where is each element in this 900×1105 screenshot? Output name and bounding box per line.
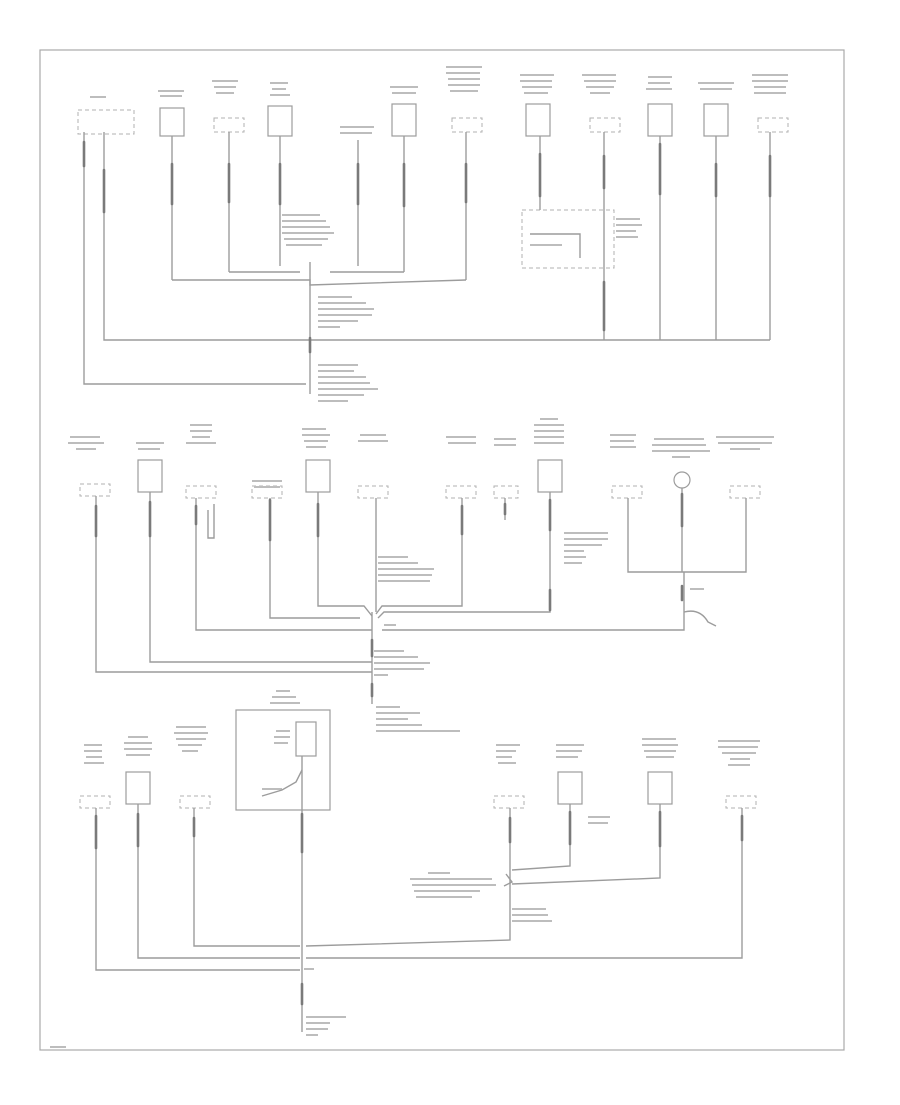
top-components (77, 103, 789, 269)
component-box (703, 103, 729, 137)
middle-wire-segments (94, 492, 684, 698)
component-box (537, 459, 563, 493)
middle-components (79, 459, 761, 499)
component-box (521, 209, 615, 269)
bottom-section (50, 690, 760, 1048)
component-box (525, 103, 551, 137)
component-box (757, 117, 789, 133)
top-wires (83, 132, 771, 394)
component-box (493, 485, 519, 499)
component-box (267, 105, 293, 137)
bottom-label-marks (50, 690, 760, 1048)
component-box (729, 485, 761, 499)
component-box (445, 485, 477, 499)
middle-wires (95, 488, 747, 704)
component-lamp (673, 471, 691, 489)
component-box (79, 795, 111, 809)
relay-coil (295, 721, 317, 757)
middle-section (68, 418, 774, 732)
component-box (451, 117, 483, 133)
component-box (213, 117, 245, 133)
component-box (557, 771, 583, 805)
top-section (77, 66, 789, 402)
component-box (493, 795, 525, 809)
component-box (305, 459, 331, 493)
component-box (647, 103, 673, 137)
page-border (39, 49, 845, 1051)
middle-label-marks (68, 418, 774, 732)
component-box (125, 771, 151, 805)
bottom-components (79, 709, 757, 811)
component-box (185, 485, 217, 499)
component-box (589, 117, 621, 133)
bottom-wire-segments (94, 810, 744, 1006)
bottom-wires (95, 756, 743, 1032)
component-box (77, 109, 135, 135)
top-wire-segments (82, 140, 772, 354)
component-box (159, 107, 185, 137)
top-label-marks (90, 66, 788, 402)
component-box (179, 795, 211, 809)
component-box (725, 795, 757, 809)
component-box (611, 485, 643, 499)
component-box (357, 485, 389, 499)
component-box (391, 103, 417, 137)
component-box (137, 459, 163, 493)
component-box (79, 483, 111, 497)
component-box (647, 771, 673, 805)
